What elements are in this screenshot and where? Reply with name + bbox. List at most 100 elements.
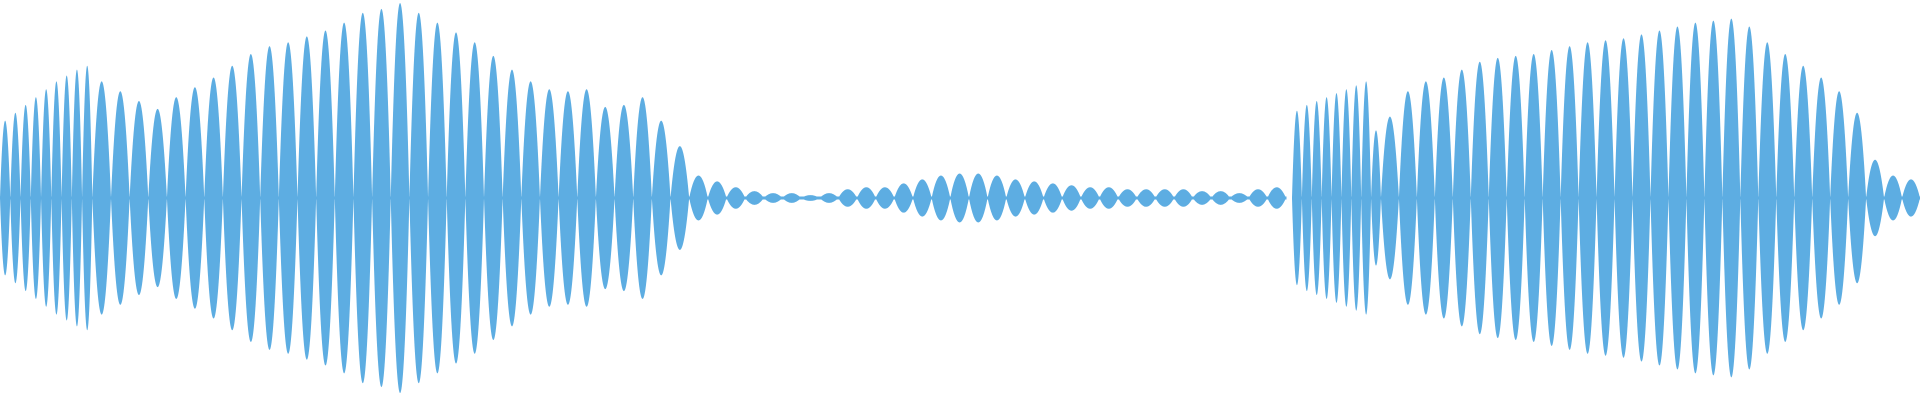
waveform-baseline [1301,196,1313,200]
waveform-baseline [521,196,541,200]
waveform-baseline [1331,196,1342,200]
waveform-baseline [1398,196,1418,200]
waveform-baseline [1794,196,1813,200]
waveform-baseline [801,196,821,200]
waveform-baseline [353,196,373,200]
waveform-baseline [1452,196,1472,200]
waveform-baseline [129,196,149,200]
waveform-baseline [260,196,280,200]
waveform-baseline [409,196,429,200]
waveform-baseline [1380,196,1400,200]
waveform-baseline [148,196,168,200]
waveform-baseline [278,196,298,200]
waveform-baseline [1830,196,1849,200]
waveform-baseline [10,196,22,200]
waveform-baseline [204,196,224,200]
waveform-baseline [1321,196,1333,200]
waveform-baseline [838,196,858,200]
waveform-baseline [1596,196,1616,200]
waveform-baseline [1174,196,1194,200]
waveform-baseline [1267,196,1287,200]
waveform-baseline [41,196,52,200]
waveform-baseline [819,196,839,200]
waveform-baseline [1488,196,1508,200]
waveform-baseline [185,196,205,200]
waveform-baseline [968,196,989,200]
waveform-baseline [1722,196,1741,200]
waveform-baseline [1192,196,1212,200]
waveform-baseline [372,196,392,200]
waveform-baseline [577,196,597,200]
waveform-baseline [1155,196,1175,200]
waveform-baseline [912,196,933,200]
waveform-baseline [1884,196,1903,200]
waveform-baseline [241,196,261,200]
waveform-baseline [0,196,11,200]
waveform-baseline [465,196,485,200]
waveform-baseline [689,196,709,200]
waveform-baseline [1776,196,1795,200]
waveform-baseline [1866,196,1885,200]
waveform-baseline [745,196,765,200]
waveform-baseline [1230,196,1250,200]
waveform-baseline [1902,196,1920,200]
waveform-baseline [875,196,895,200]
waveform-baseline [1118,196,1138,200]
waveform-baseline [1668,196,1687,200]
waveform-baseline [390,196,410,200]
waveform-baseline [1416,196,1436,200]
waveform-baseline [595,196,616,200]
waveform-baseline [92,196,112,200]
waveform-baseline [1311,196,1323,200]
waveform-baseline [1434,196,1454,200]
waveform-baseline [894,196,914,200]
waveform-baseline [502,196,522,200]
waveform-baseline [931,196,951,200]
waveform-baseline [30,196,42,200]
waveform-baseline [707,196,727,200]
waveform-baseline [1848,196,1867,200]
waveform-baseline [857,196,877,200]
waveform-baseline [334,196,354,200]
waveform-baseline [1812,196,1831,200]
waveform-baseline [651,196,672,200]
waveform-baseline [1758,196,1777,200]
waveform-baseline [1506,196,1526,200]
waveform-baseline [1080,196,1100,200]
waveform-baseline [446,196,466,200]
waveform-baseline [61,196,73,200]
waveform-baseline [763,196,783,200]
waveform-baseline [1006,196,1026,200]
waveform-baseline [614,196,634,200]
waveform-baseline [782,196,802,200]
waveform-segment-2 [1292,18,1920,378]
waveform-baseline [110,196,131,200]
waveform-baseline [1292,196,1303,200]
waveform-baseline [20,196,32,200]
waveform-baseline [987,196,1007,200]
waveform-baseline [1043,196,1063,200]
waveform-baseline [166,196,187,200]
waveform-baseline [1542,196,1562,200]
waveform-baseline [297,196,317,200]
waveform-baseline [1740,196,1759,200]
waveform-baseline [1704,196,1723,200]
waveform-baseline [483,196,504,200]
waveform-baseline [950,196,970,200]
waveform-baseline [1614,196,1634,200]
waveform-baseline [51,196,63,200]
waveform-baseline [222,196,243,200]
waveform-baseline [539,196,560,200]
waveform-baseline [1371,196,1382,200]
waveform-baseline [1099,196,1119,200]
waveform-baseline [1211,196,1231,200]
waveform-baseline [316,196,336,200]
waveform-baseline [1062,196,1082,200]
waveform-baseline [1686,196,1705,200]
waveform-baseline [1361,196,1372,200]
waveform-segment-1 [0,3,1287,393]
waveform-baseline [670,196,690,200]
waveform-baseline [428,196,448,200]
waveform-baseline [1341,196,1352,200]
